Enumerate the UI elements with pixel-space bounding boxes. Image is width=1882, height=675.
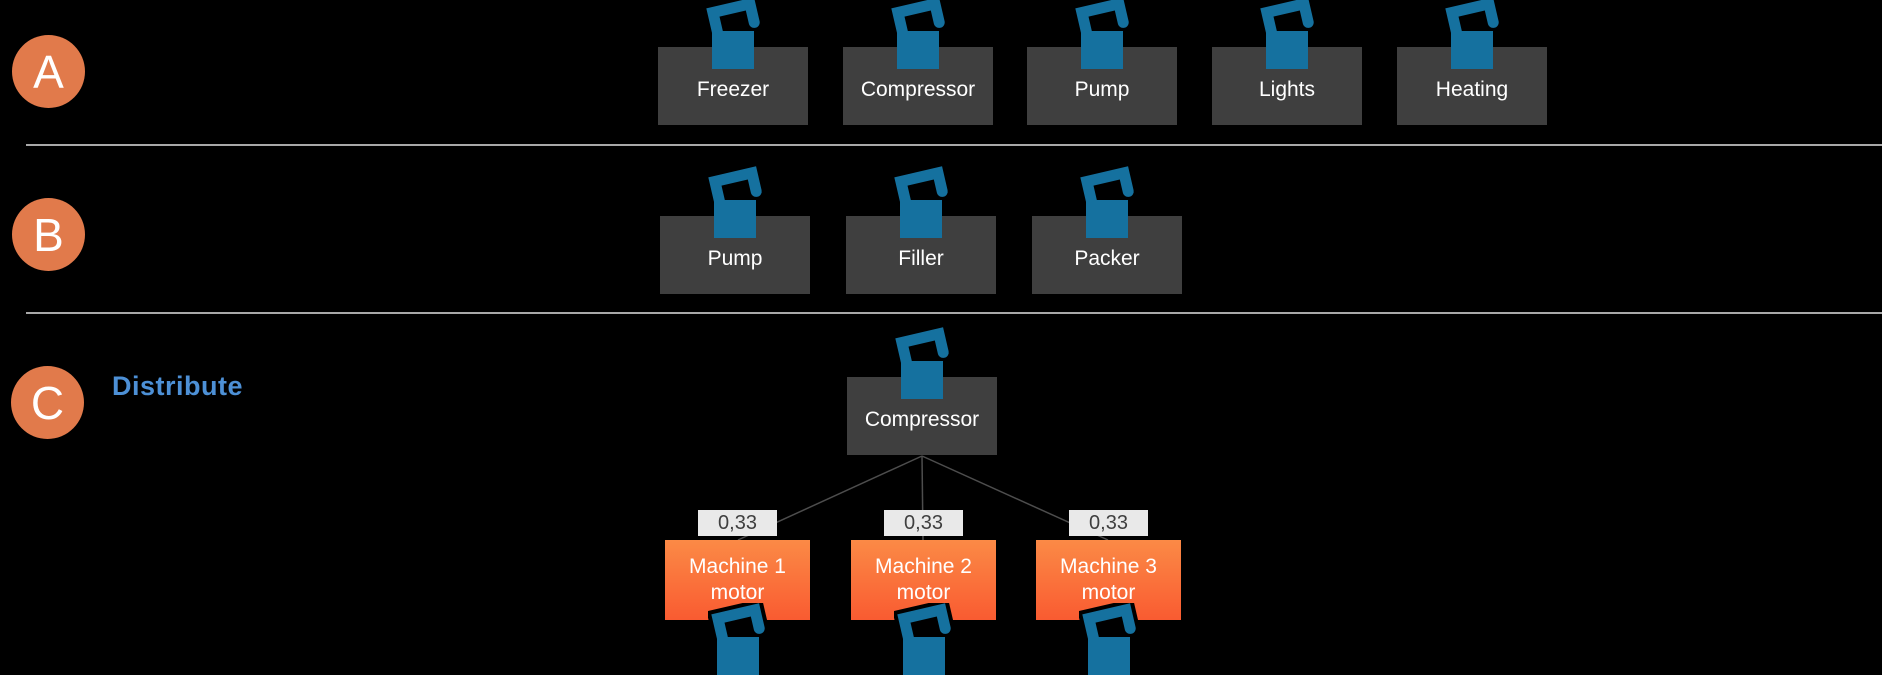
row-badge-b-letter: B xyxy=(33,208,64,261)
device-label: Filler xyxy=(898,247,944,270)
row-badge-c: C xyxy=(11,366,84,439)
device-label: Compressor xyxy=(860,78,976,101)
device-label: Pump xyxy=(1074,78,1130,101)
device-label: Compressor xyxy=(864,408,980,431)
machine-label-line2: motor xyxy=(896,581,951,604)
machine-1-motor-box: Machine 1 motor xyxy=(665,540,810,620)
device-label: Heating xyxy=(1435,78,1509,101)
machine-label-line2: motor xyxy=(710,581,765,604)
power-clamp-sensor-icon xyxy=(1442,0,1502,69)
machine-3-motor-box: Machine 3 motor xyxy=(1036,540,1181,620)
device-label: Pump xyxy=(707,247,763,270)
machine-label-line1: Machine 1 xyxy=(689,555,786,578)
row-badge-b: B xyxy=(12,198,85,271)
device-compressor-c: Compressor xyxy=(847,377,997,455)
row-badge-a-letter: A xyxy=(33,45,64,98)
weight-label-2: 0,33 xyxy=(884,510,963,536)
device-compressor-a: Compressor xyxy=(843,47,993,125)
device-label: Lights xyxy=(1258,78,1316,101)
row-badge-c-letter: C xyxy=(30,376,65,429)
row-badge-a: A xyxy=(12,35,85,108)
device-pump-a: Pump xyxy=(1027,47,1177,125)
row-divider-1 xyxy=(26,144,1882,146)
device-filler: Filler xyxy=(846,216,996,294)
weight-value: 0,33 xyxy=(1089,511,1128,534)
weight-label-3: 0,33 xyxy=(1069,510,1148,536)
device-pump-b: Pump xyxy=(660,216,810,294)
machine-label-line1: Machine 2 xyxy=(875,555,972,578)
device-freezer: Freezer xyxy=(658,47,808,125)
power-clamp-sensor-icon xyxy=(891,166,951,238)
machine-label-line1: Machine 3 xyxy=(1060,555,1157,578)
power-clamp-sensor-icon xyxy=(1072,0,1132,69)
power-clamp-sensor-icon xyxy=(708,603,768,675)
row-divider-2 xyxy=(26,312,1882,314)
weight-value: 0,33 xyxy=(904,511,943,534)
weight-value: 0,33 xyxy=(718,511,757,534)
machine-label-line2: motor xyxy=(1081,581,1136,604)
power-clamp-sensor-icon xyxy=(892,327,952,399)
machine-2-motor-box: Machine 2 motor xyxy=(851,540,996,620)
power-clamp-sensor-icon xyxy=(705,166,765,238)
device-packer: Packer xyxy=(1032,216,1182,294)
power-clamp-sensor-icon xyxy=(1077,166,1137,238)
power-clamp-sensor-icon xyxy=(1079,603,1139,675)
device-label: Packer xyxy=(1074,247,1140,270)
distribute-title: Distribute xyxy=(112,371,244,401)
device-heating: Heating xyxy=(1397,47,1547,125)
device-lights: Lights xyxy=(1212,47,1362,125)
power-clamp-sensor-icon xyxy=(894,603,954,675)
power-clamp-sensor-icon xyxy=(703,0,763,69)
power-clamp-sensor-icon xyxy=(888,0,948,69)
device-label: Freezer xyxy=(696,78,770,101)
power-clamp-sensor-icon xyxy=(1257,0,1317,69)
weight-label-1: 0,33 xyxy=(698,510,777,536)
